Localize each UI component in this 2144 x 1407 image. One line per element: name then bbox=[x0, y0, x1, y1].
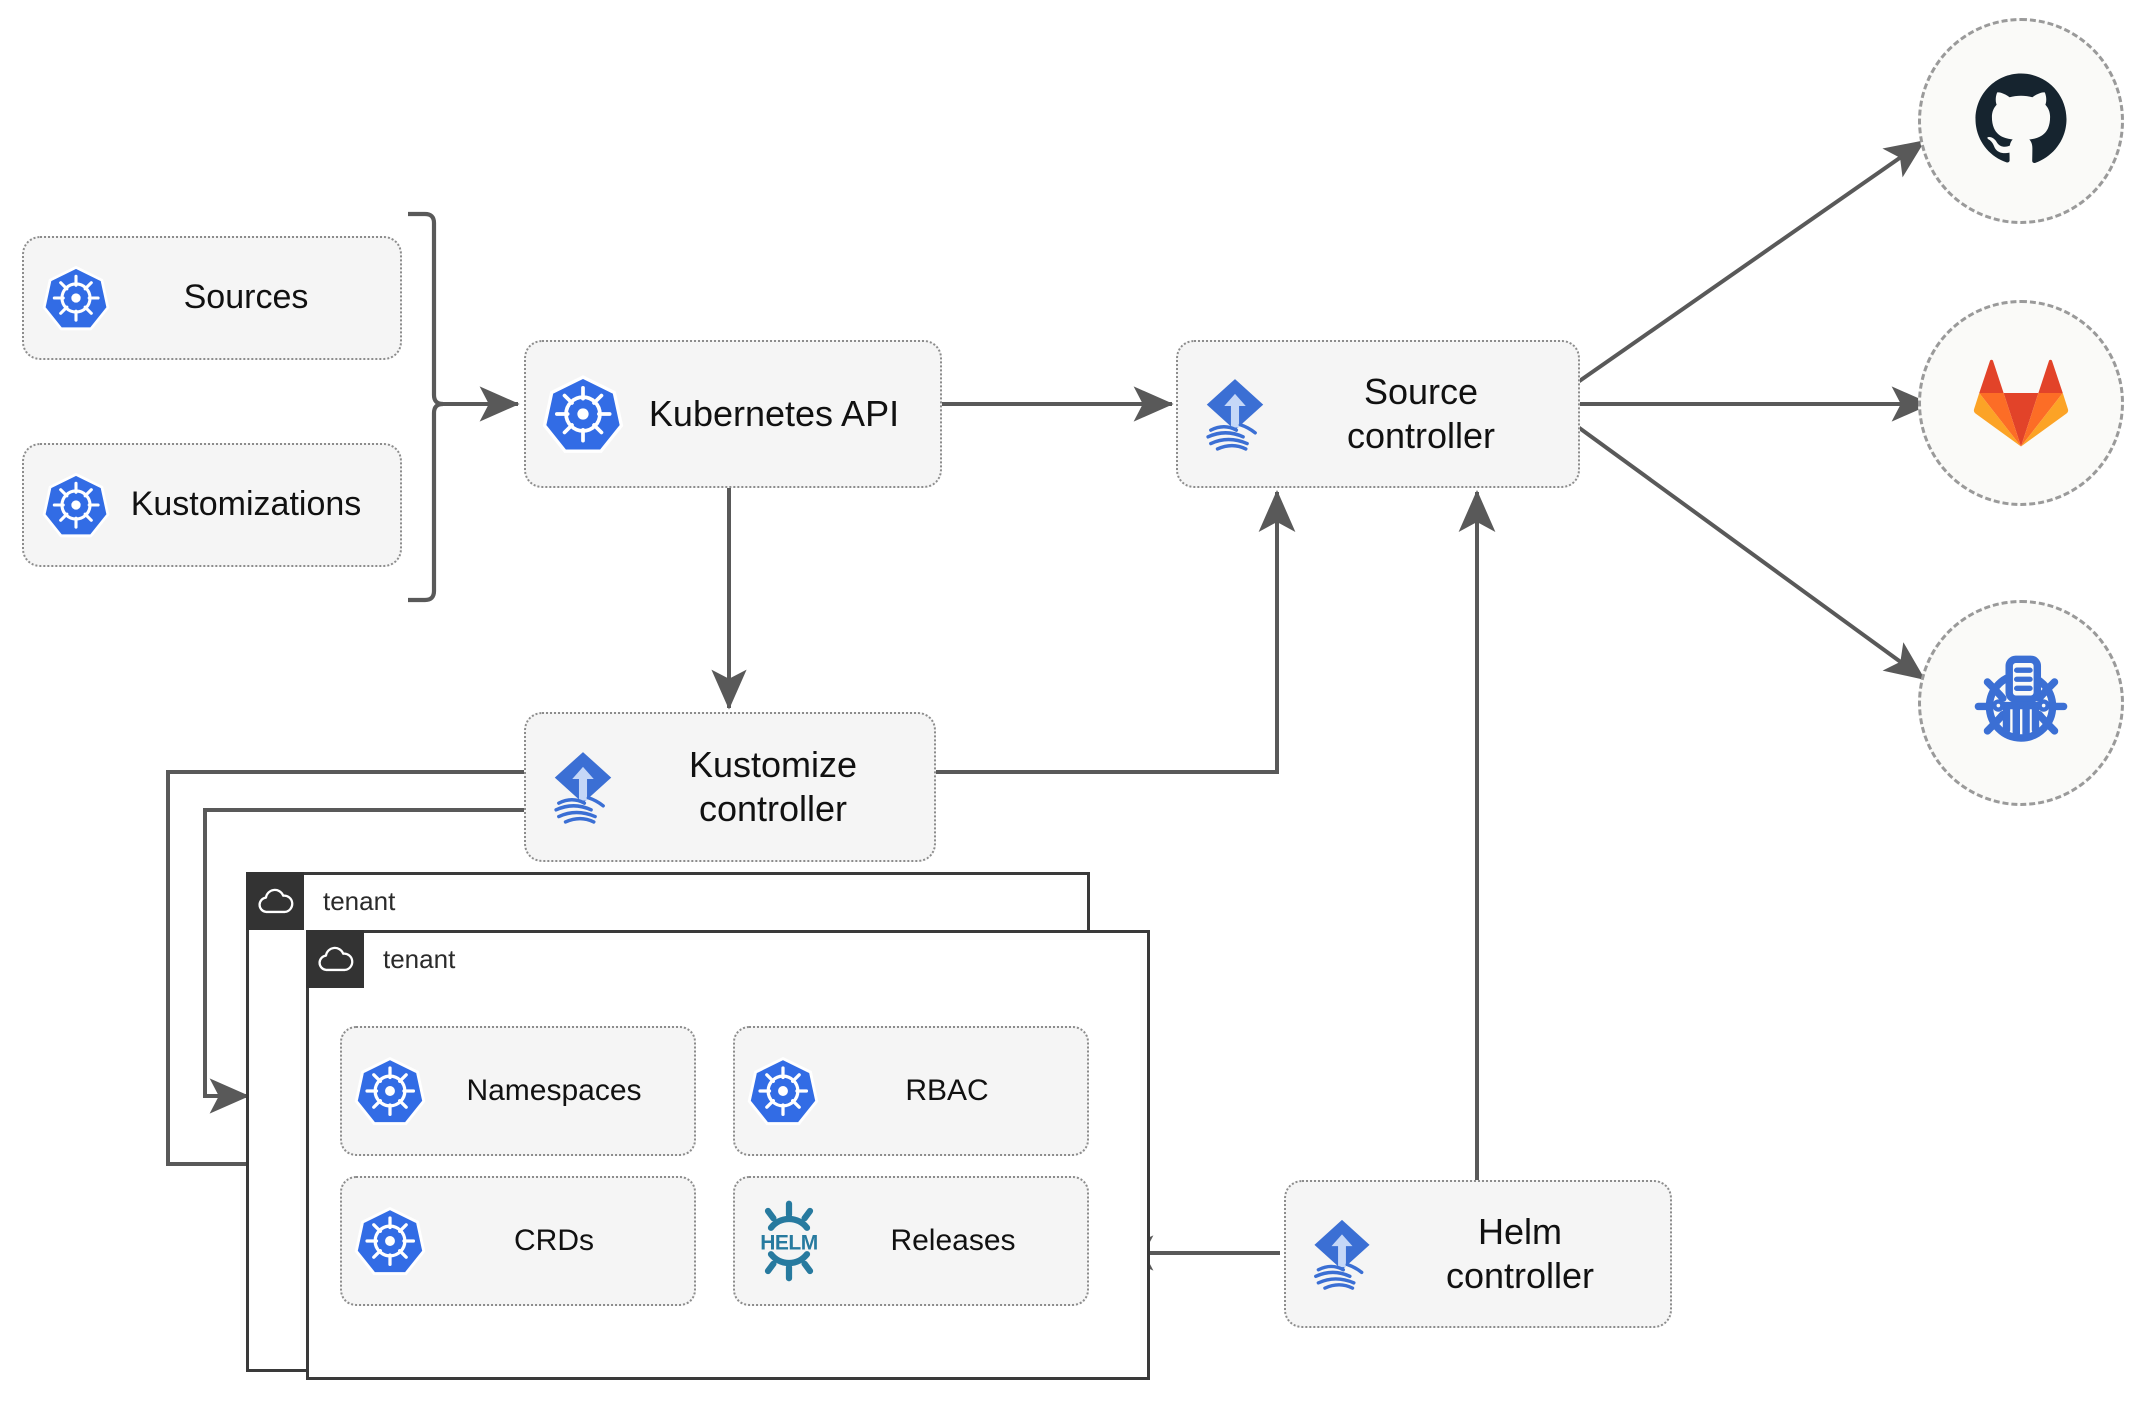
tenant-label: tenant bbox=[323, 885, 396, 916]
kubernetes-icon bbox=[747, 1055, 819, 1127]
cloud-icon bbox=[306, 930, 364, 988]
provider-helm-repository[interactable] bbox=[1918, 600, 2124, 806]
kubernetes-icon bbox=[42, 471, 110, 539]
node-helm-controller-label: Helm controller bbox=[1445, 1211, 1595, 1296]
node-kustomize-controller-label: Kustomize controller bbox=[688, 744, 858, 829]
tile-namespaces-label: Namespaces bbox=[466, 1074, 642, 1107]
node-sources-label: Sources bbox=[183, 278, 309, 317]
node-kubernetes-api-label: Kubernetes API bbox=[648, 393, 900, 435]
tile-releases[interactable]: HELM Releases bbox=[733, 1176, 1089, 1306]
github-icon bbox=[1969, 67, 2073, 176]
flux-icon bbox=[1192, 371, 1278, 457]
svg-text:HELM: HELM bbox=[760, 1231, 818, 1254]
node-kustomizations-label: Kustomizations bbox=[130, 485, 362, 524]
kubernetes-icon bbox=[42, 264, 110, 332]
node-source-controller[interactable]: Source controller bbox=[1176, 340, 1580, 488]
node-source-controller-label: Source controller bbox=[1346, 371, 1496, 456]
node-sources[interactable]: Sources bbox=[22, 236, 402, 360]
tile-rbac-label: RBAC bbox=[905, 1074, 989, 1107]
gitlab-icon bbox=[1969, 349, 2073, 458]
node-kustomize-controller[interactable]: Kustomize controller bbox=[524, 712, 936, 862]
tenant-label: tenant bbox=[383, 943, 456, 974]
kubernetes-icon bbox=[354, 1055, 426, 1127]
provider-github[interactable] bbox=[1918, 18, 2124, 224]
tile-crds-label: CRDs bbox=[514, 1224, 594, 1257]
kubernetes-icon bbox=[354, 1205, 426, 1277]
node-kustomizations[interactable]: Kustomizations bbox=[22, 443, 402, 567]
tile-namespaces[interactable]: Namespaces bbox=[340, 1026, 696, 1156]
flux-icon bbox=[1300, 1212, 1384, 1296]
flux-icon bbox=[540, 744, 626, 830]
helm-icon: HELM bbox=[747, 1199, 831, 1283]
tile-rbac[interactable]: RBAC bbox=[733, 1026, 1089, 1156]
kubernetes-icon bbox=[542, 373, 624, 455]
tile-releases-label: Releases bbox=[890, 1224, 1016, 1257]
tile-crds[interactable]: CRDs bbox=[340, 1176, 696, 1306]
cloud-icon bbox=[246, 872, 304, 930]
node-helm-controller[interactable]: Helm controller bbox=[1284, 1180, 1672, 1328]
provider-gitlab[interactable] bbox=[1918, 300, 2124, 506]
node-kubernetes-api[interactable]: Kubernetes API bbox=[524, 340, 942, 488]
helm-repository-icon bbox=[1963, 643, 2079, 764]
